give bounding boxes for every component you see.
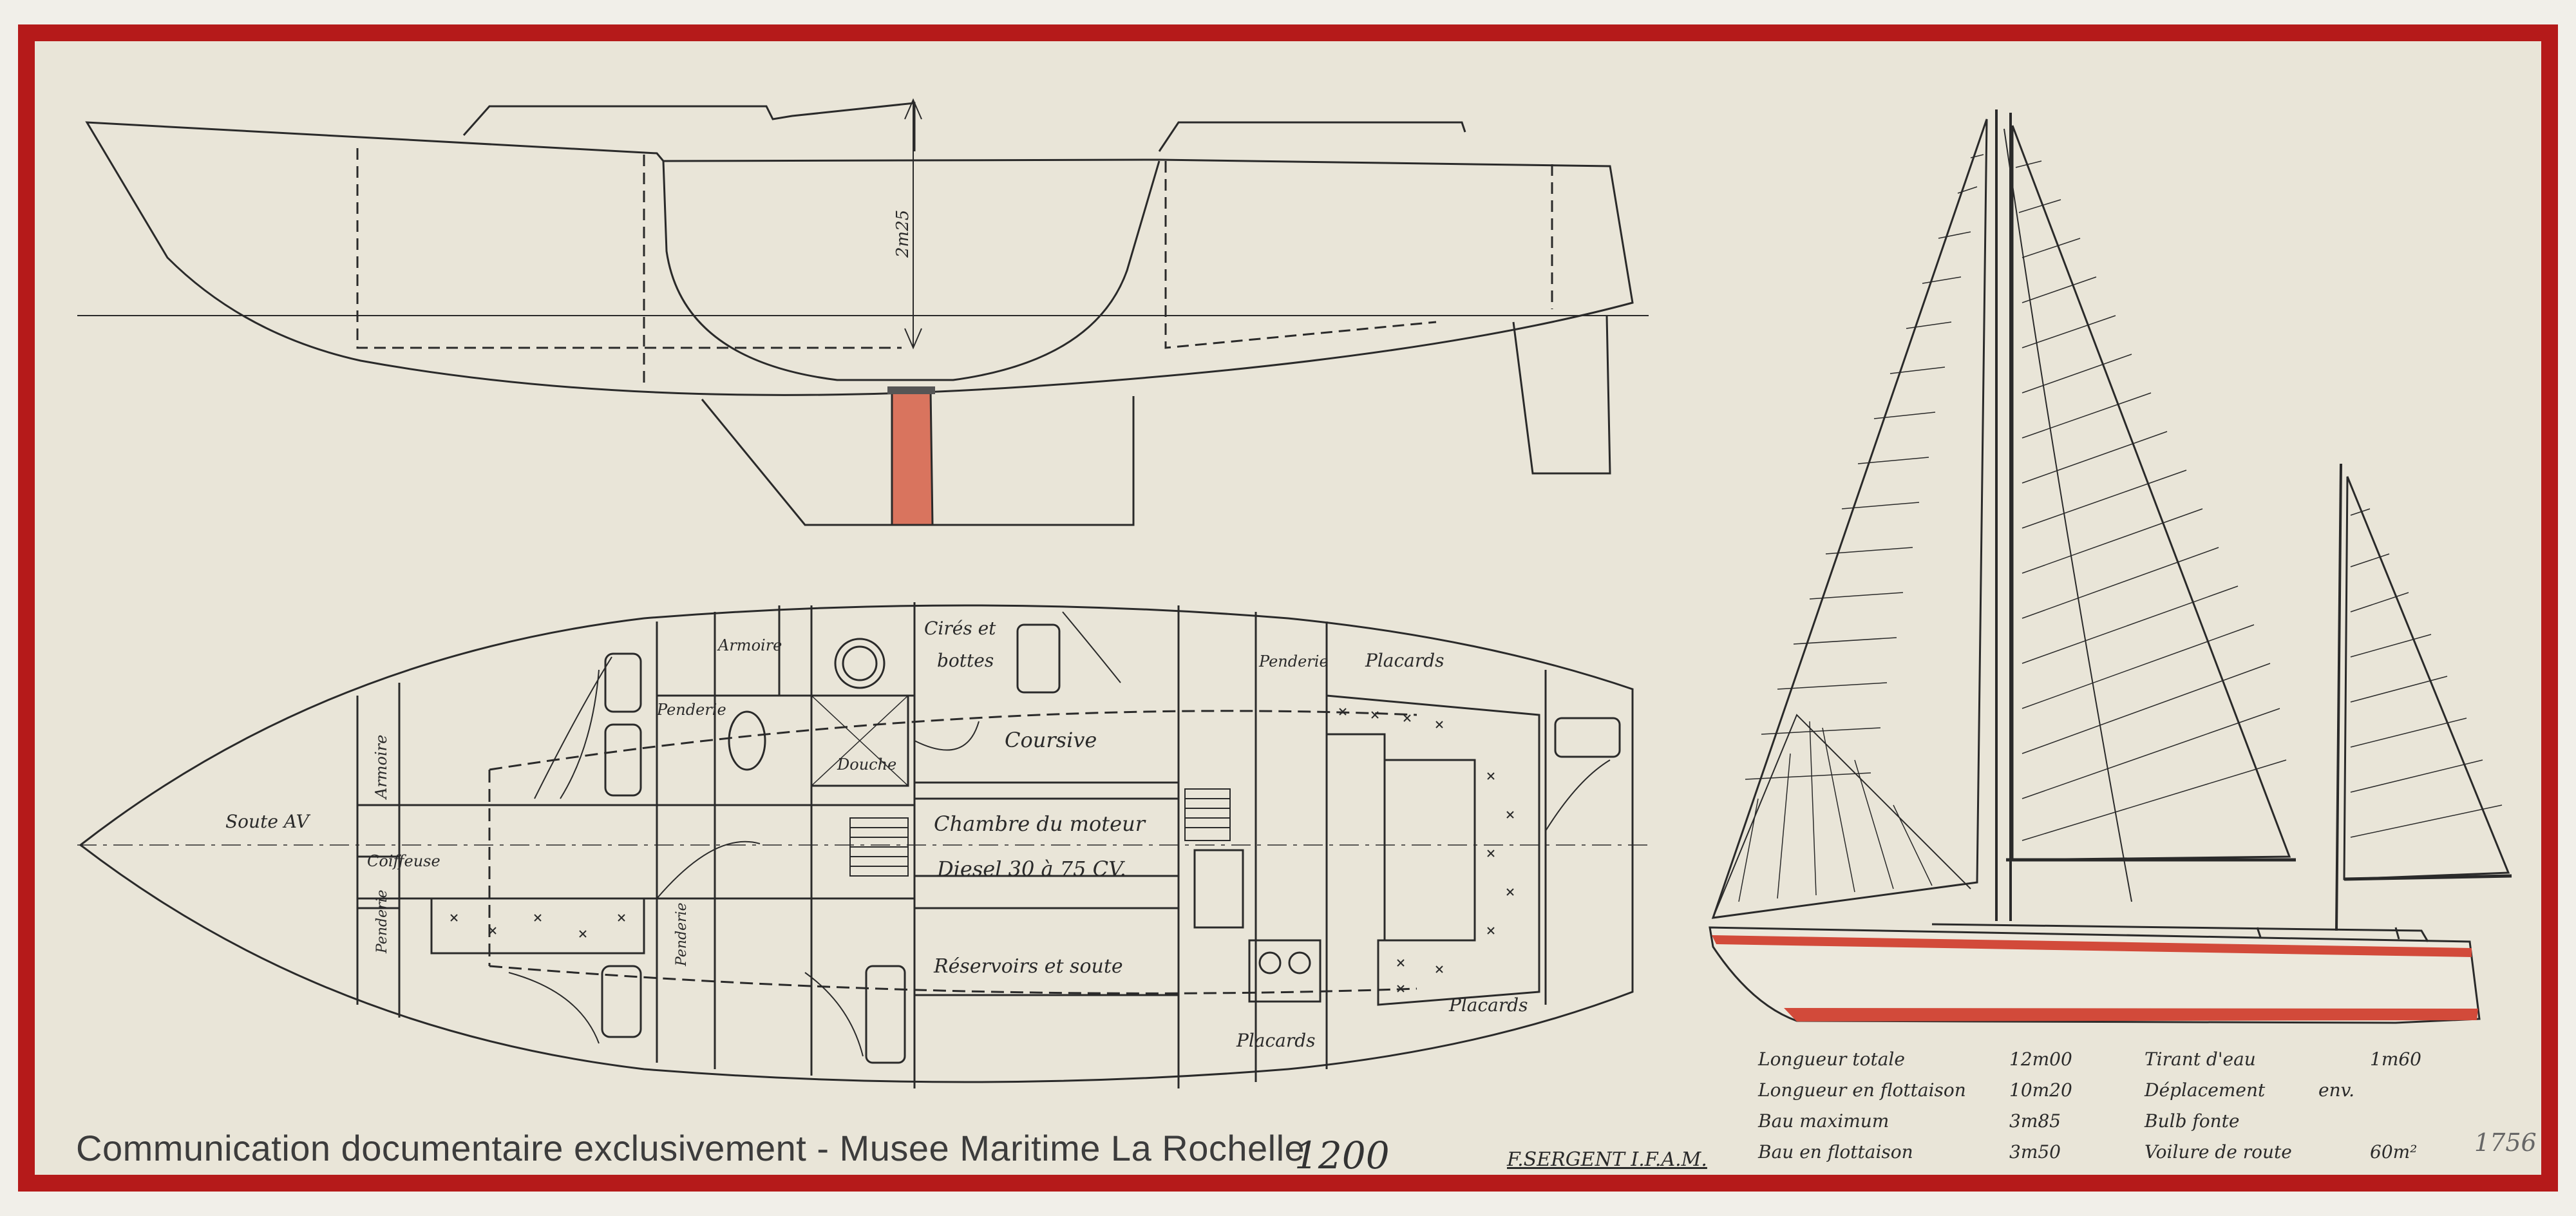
sheet-number: 1756: [2474, 1128, 2537, 1157]
label-chambre-moteur: Chambre du moteur: [934, 812, 1146, 836]
drawing-sheet: [18, 24, 2558, 1192]
spec-value: env.: [2318, 1079, 2354, 1101]
keel-root: [887, 386, 935, 394]
label-penderie-right: Penderie: [1258, 652, 1329, 670]
spec-value: 12m00: [2009, 1049, 2072, 1070]
label-cires-line2: bottes: [937, 650, 994, 671]
sheer-stripe: [1712, 935, 2472, 957]
label-placards-right: Placards: [1448, 994, 1528, 1016]
watermark-text: Communication documentaire exclusivement…: [76, 1128, 1305, 1168]
label-cires-line1: Cirés et: [924, 618, 996, 639]
sail-plan: [1709, 109, 2512, 1024]
spec-label: Déplacement: [2145, 1079, 2266, 1101]
spec-value: 3m50: [2009, 1141, 2061, 1163]
spec-label: Longueur totale: [1758, 1049, 1905, 1070]
spec-label: Longueur en flottaison: [1758, 1079, 1966, 1101]
label-placards-bottom: Placards: [1236, 1030, 1316, 1051]
label-penderie-mid: Penderie: [656, 701, 726, 719]
label-coursive: Coursive: [1005, 728, 1097, 752]
spec-value: 10m20: [2009, 1079, 2072, 1101]
label-armoire: Armoire: [717, 636, 782, 654]
label-penderie-low: Penderie: [374, 889, 390, 954]
label-diesel: Diesel 30 à 75 CV.: [936, 857, 1126, 881]
spec-label: Voilure de route: [2145, 1141, 2292, 1163]
deck-plan: [77, 602, 1649, 1088]
label-penderie-center: Penderie: [674, 902, 690, 967]
reference-number: 1200: [1294, 1134, 1390, 1177]
hull-profile: [77, 98, 1649, 526]
label-coiffeuse: Coiffeuse: [367, 852, 440, 870]
spec-label: Tirant d'eau: [2145, 1049, 2256, 1070]
designer-signature: F.SERGENT I.F.A.M.: [1507, 1148, 1707, 1171]
spec-value: 60m²: [2370, 1141, 2418, 1163]
specifications: Longueur totale 12m00 Longueur en flotta…: [1758, 1049, 2531, 1177]
label-douche: Douche: [837, 755, 896, 774]
spec-label: Bulb fonte: [2145, 1110, 2240, 1132]
dimension-label: 2m25: [893, 210, 913, 258]
label-reservoirs: Réservoirs et soute: [933, 955, 1123, 978]
spec-label: Bau en flottaison: [1758, 1141, 1913, 1163]
spec-value: 3m85: [2009, 1110, 2061, 1132]
keel-fin: [891, 388, 934, 526]
boot-stripe: [1784, 1008, 2478, 1021]
label-soute-av: Soute AV: [225, 811, 311, 832]
label-armoire-front: Armoire: [372, 735, 390, 800]
label-placards-top: Placards: [1365, 650, 1444, 671]
spec-label: Bau maximum: [1758, 1110, 1889, 1132]
spec-value: 1m60: [2370, 1049, 2421, 1070]
